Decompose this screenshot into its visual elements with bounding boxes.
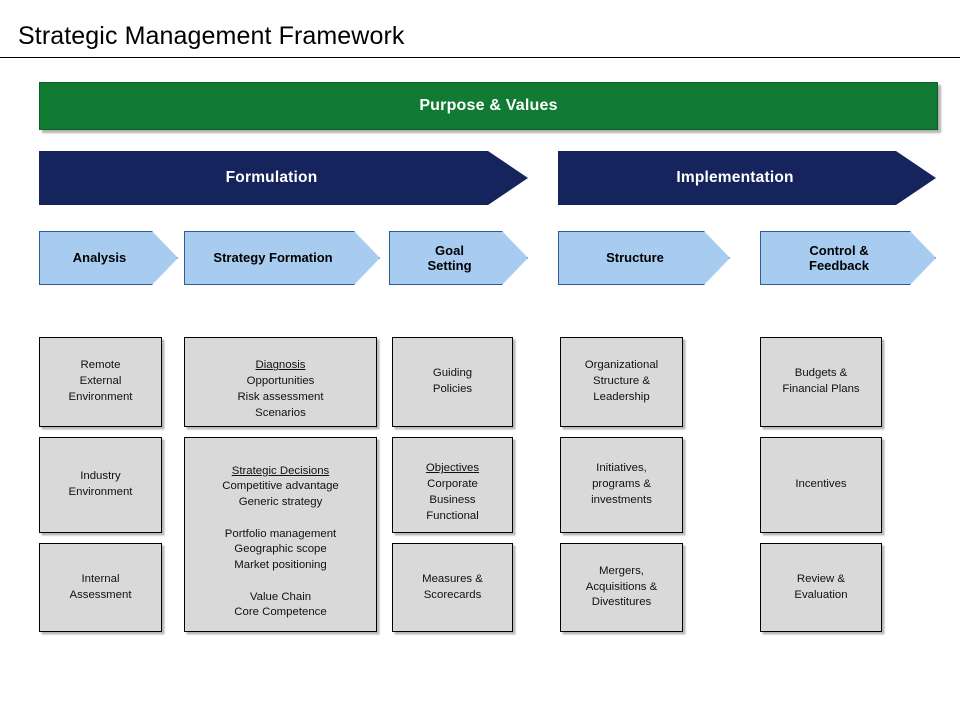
stage-label-analysis: Analysis bbox=[72, 250, 127, 266]
box-body: Opportunities Risk assessment Scenarios bbox=[237, 375, 324, 419]
box-text: Remote External Environment bbox=[68, 359, 133, 403]
box-review-evaluation[interactable]: Review & Evaluation bbox=[760, 543, 882, 632]
stage-chevron-structure[interactable]: Structure bbox=[558, 231, 730, 285]
box-text: Guiding Policies bbox=[432, 367, 473, 395]
box-body: Competitive advantage Generic strategy P… bbox=[222, 480, 339, 619]
box-internal-assessment[interactable]: Internal Assessment bbox=[39, 543, 162, 632]
box-subheader: Diagnosis bbox=[255, 359, 306, 372]
phase-label-implementation: Implementation bbox=[676, 169, 794, 186]
box-organizational-structure-leadership[interactable]: Organizational Structure & Leadership bbox=[560, 337, 683, 427]
stage-chevron-control-feedback[interactable]: Control & Feedback bbox=[760, 231, 936, 285]
box-text: Initiatives, programs & investments bbox=[591, 462, 652, 506]
box-text: Organizational Structure & Leadership bbox=[584, 359, 659, 403]
purpose-values-banner[interactable]: Purpose & Values bbox=[39, 82, 938, 130]
stage-label-structure: Structure bbox=[606, 250, 664, 266]
stage-chevron-strategy-formation[interactable]: Strategy Formation bbox=[184, 231, 380, 285]
box-text: Incentives bbox=[795, 478, 847, 491]
phase-arrow-formulation[interactable]: Formulation bbox=[39, 151, 528, 205]
stage-chevron-goal-setting[interactable]: Goal Setting bbox=[389, 231, 528, 285]
box-text: Industry Environment bbox=[68, 470, 133, 498]
box-industry-environment[interactable]: Industry Environment bbox=[39, 437, 162, 533]
title-divider bbox=[0, 57, 960, 58]
box-budgets-financial-plans[interactable]: Budgets & Financial Plans bbox=[760, 337, 882, 427]
box-text: Mergers, Acquisitions & Divestitures bbox=[585, 564, 658, 609]
box-initiatives-programs-investments[interactable]: Initiatives, programs & investments bbox=[560, 437, 683, 533]
box-text: Internal Assessment bbox=[69, 572, 132, 601]
purpose-values-label: Purpose & Values bbox=[419, 97, 558, 114]
box-guiding-policies[interactable]: Guiding Policies bbox=[392, 337, 513, 427]
stage-chevron-analysis[interactable]: Analysis bbox=[39, 231, 178, 285]
box-subheader: Objectives bbox=[425, 462, 480, 475]
box-measures-scorecards[interactable]: Measures & Scorecards bbox=[392, 543, 513, 632]
stage-label-goal-setting: Goal Setting bbox=[427, 242, 472, 273]
box-incentives[interactable]: Incentives bbox=[760, 437, 882, 533]
box-mergers-acquisitions-divestitures[interactable]: Mergers, Acquisitions & Divestitures bbox=[560, 543, 683, 632]
box-body: Corporate Business Functional bbox=[426, 478, 479, 522]
box-subheader: Strategic Decisions bbox=[231, 464, 330, 477]
stage-label-strategy-formation: Strategy Formation bbox=[213, 250, 333, 266]
box-text: Measures & Scorecards bbox=[422, 572, 483, 601]
phase-label-formulation: Formulation bbox=[225, 169, 318, 186]
phase-arrow-implementation[interactable]: Implementation bbox=[558, 151, 936, 205]
box-remote-external-environment[interactable]: Remote External Environment bbox=[39, 337, 162, 427]
box-text: Budgets & Financial Plans bbox=[782, 367, 860, 395]
box-text: Review & Evaluation bbox=[794, 572, 848, 601]
page-title: Strategic Management Framework bbox=[18, 22, 405, 50]
stage-label-control-feedback: Control & Feedback bbox=[809, 242, 869, 273]
